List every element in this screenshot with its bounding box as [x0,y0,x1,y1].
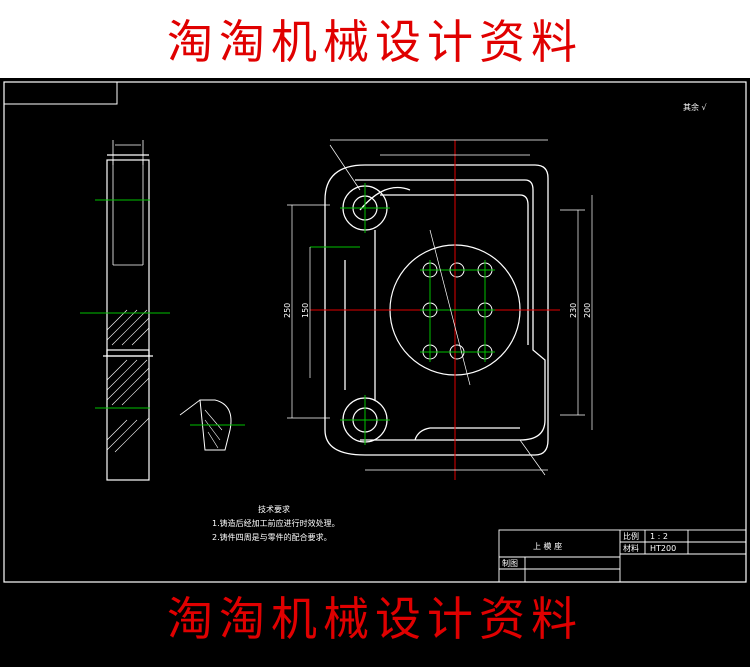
dim-250: 250 [283,303,292,318]
side-view [103,140,153,481]
dim-230: 230 [569,303,578,318]
side-view-centerlines [80,199,170,409]
dim-150: 150 [301,303,310,318]
tech-req-item-2: 2.铸件四周是与零件的配合要求。 [212,532,332,542]
dimension-lines [287,139,593,476]
material-value: HT200 [650,544,676,553]
tech-req-item-1: 1.铸造后经加工前应进行时效处理。 [212,518,340,528]
side-view-hatch [106,309,150,453]
banner-title: 淘淘机械设计资料 [167,15,583,69]
front-view-outline [324,164,549,456]
front-view-bosses [342,185,521,443]
frame-border [3,81,747,583]
top-banner: 淘淘机械设计资料 [0,0,750,78]
banner-title-bottom: 淘淘机械设计资料 [167,592,583,646]
scale-value: 1 : 2 [650,532,668,541]
bottom-banner: 淘淘机械设计资料 [0,565,750,667]
front-view-centerlines [310,140,560,480]
detail-view [179,399,245,451]
title-block [498,529,747,583]
scale-label: 比例 [623,531,639,541]
front-view-holes [422,262,493,360]
drawn-label: 制图 [502,558,518,568]
roughness-note: 其余 √ [683,102,708,112]
dim-200: 200 [583,303,592,318]
frame-corner-box [3,81,118,105]
material-label: 材料 [623,543,639,553]
tech-req-title: 技术要求 [258,504,290,514]
part-name: 上 模 座 [533,541,562,551]
